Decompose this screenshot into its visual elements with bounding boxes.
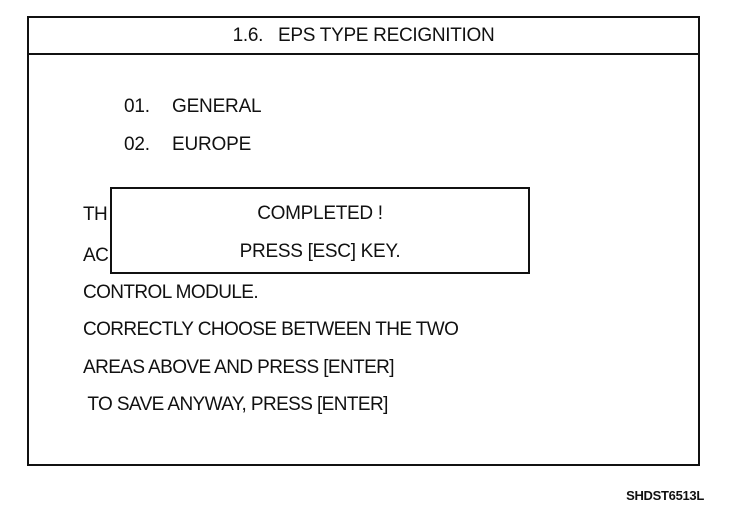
completed-dialog: COMPLETED ! PRESS [ESC] KEY. <box>110 187 530 274</box>
menu-item-europe[interactable]: 02. EUROPE <box>124 134 251 156</box>
message-line: TH <box>83 204 108 225</box>
message-line: CONTROL MODULE. <box>83 282 259 303</box>
menu-item-number: 01. <box>124 96 150 117</box>
menu-item-label: EUROPE <box>172 134 252 155</box>
screen-title-text: 1.6. EPS TYPE RECIGNITION <box>232 24 495 46</box>
screen-title: 1.6. EPS TYPE RECIGNITION <box>29 18 698 55</box>
menu-item-general[interactable]: 01. GENERAL <box>124 96 262 118</box>
menu-item-number: 02. <box>124 134 150 155</box>
menu-item-label: GENERAL <box>172 96 262 117</box>
message-line: AREAS ABOVE AND PRESS [ENTER] <box>83 357 395 378</box>
dialog-instruction: PRESS [ESC] KEY. <box>239 241 401 262</box>
diagnostic-screen: 1.6. EPS TYPE RECIGNITION 01. GENERAL 02.… <box>27 16 700 466</box>
message-line: AC <box>83 245 109 266</box>
message-line: CORRECTLY CHOOSE BETWEEN THE TWO <box>83 319 459 340</box>
figure-code: SHDST6513L <box>626 488 704 503</box>
message-line: TO SAVE ANYWAY, PRESS [ENTER] <box>83 394 388 415</box>
dialog-message: COMPLETED ! <box>257 203 383 224</box>
